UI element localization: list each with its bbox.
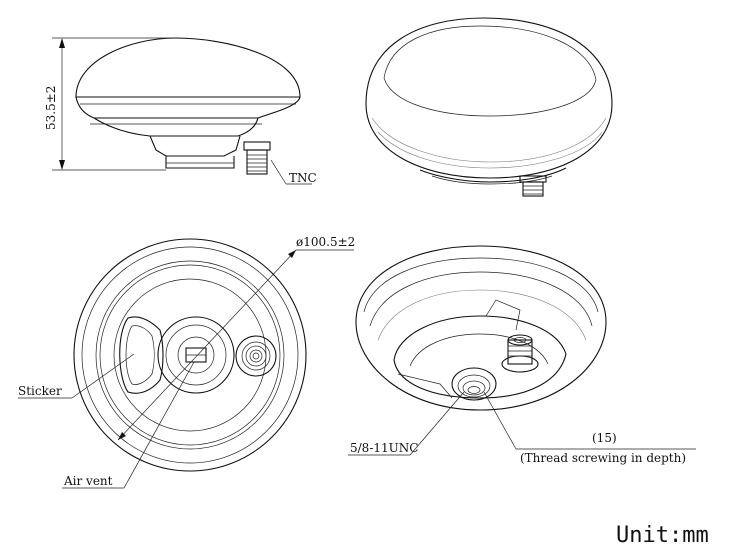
iso-bottom-outline bbox=[355, 245, 607, 411]
iso-bottom-tnc-connector bbox=[501, 334, 539, 373]
depth-text-label: (Thread screwing in depth) bbox=[520, 451, 686, 465]
height-dimension: 53.5±2 bbox=[44, 37, 172, 171]
unit-label: Unit:mm bbox=[616, 523, 709, 548]
side-tnc-connector bbox=[243, 141, 271, 175]
air-vent-label: Air vent bbox=[63, 474, 113, 488]
sticker-label: Sticker bbox=[18, 384, 62, 398]
bottom-view: ø100.5±2 Sticker Air vent bbox=[18, 235, 355, 489]
height-label: 53.5±2 bbox=[44, 86, 58, 130]
thread-label: 5/8-11UNC bbox=[350, 441, 418, 455]
iso-bottom-view: 5/8-11UNC (15) (Thread screwing in depth… bbox=[348, 245, 696, 465]
center-hub bbox=[157, 316, 235, 394]
depth-value-label: (15) bbox=[592, 431, 617, 445]
tnc-label: TNC bbox=[289, 171, 317, 185]
iso-top-view bbox=[365, 17, 613, 197]
side-view: 53.5±2 TNC bbox=[44, 37, 317, 185]
threaded-socket bbox=[451, 367, 497, 401]
bottom-tnc-connector bbox=[235, 335, 277, 377]
bottom-outer-rim bbox=[73, 238, 307, 472]
side-view-base bbox=[165, 156, 235, 169]
iso-tnc-connector bbox=[519, 175, 547, 197]
sticker-recess bbox=[119, 316, 164, 394]
iso-top-dome-outline bbox=[365, 17, 613, 179]
side-view-dome bbox=[75, 37, 301, 98]
diameter-label: ø100.5±2 bbox=[296, 235, 355, 249]
